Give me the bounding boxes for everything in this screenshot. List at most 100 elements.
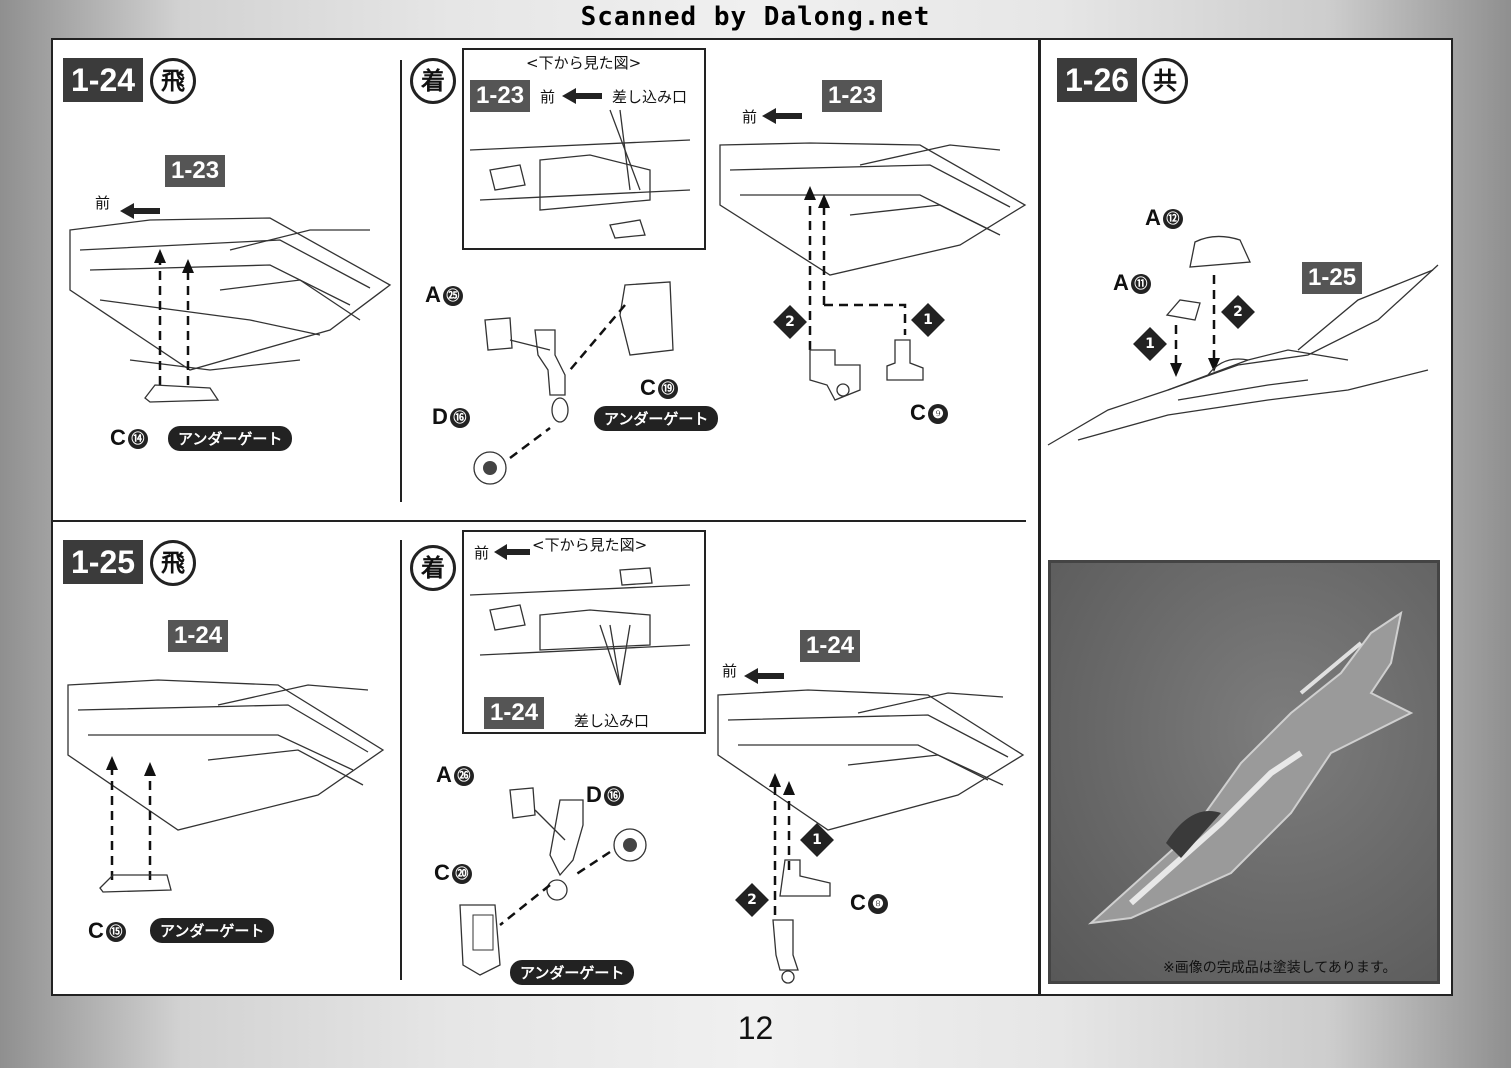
part-letter: A bbox=[425, 282, 441, 307]
under-gate-badge-4: アンダーゲート bbox=[510, 960, 635, 985]
inset-drawing bbox=[469, 109, 691, 239]
inset-front-arrow-icon-2 bbox=[494, 544, 530, 560]
divider-horizontal bbox=[51, 520, 1026, 522]
photo-note: ※画像の完成品は塗装してあります。 bbox=[1163, 960, 1397, 976]
part-letter: C bbox=[910, 400, 926, 425]
part-c20-drawing bbox=[459, 904, 501, 976]
part-number: ⑮ bbox=[105, 922, 126, 943]
part-number: ⑯ bbox=[449, 408, 470, 429]
part-letter: C bbox=[434, 860, 450, 885]
fighter-drawing bbox=[1047, 264, 1439, 446]
under-gate-badge-3: アンダーゲート bbox=[150, 918, 275, 943]
step-number-1-24: 1-24 bbox=[63, 58, 144, 102]
part-c8-drawing bbox=[779, 859, 831, 897]
inset-drawing-2 bbox=[469, 567, 691, 686]
inset-ref-badge-2: 1-24 bbox=[484, 697, 545, 729]
ref-step-badge-4: 1-24 bbox=[168, 620, 229, 652]
part-letter: C bbox=[850, 890, 866, 915]
inset-title: <下から見た図> bbox=[526, 54, 642, 72]
under-gate-badge-2: アンダーゲート bbox=[594, 406, 719, 431]
bottom-view-inset bbox=[462, 48, 706, 250]
inset-slot-label: 差し込み口 bbox=[612, 88, 688, 106]
part-letter: A bbox=[1145, 205, 1161, 230]
part-c15-drawing bbox=[99, 874, 172, 893]
ship-drawing-4 bbox=[717, 689, 1025, 831]
part-number: ❾ bbox=[927, 404, 948, 425]
ref-step-badge-2: 1-23 bbox=[822, 80, 883, 112]
landing-mode-icon: 着 bbox=[410, 58, 456, 104]
seat-drawing bbox=[1165, 299, 1201, 321]
step-number-1-25: 1-25 bbox=[63, 540, 144, 584]
front-gear-drawing-2 bbox=[772, 919, 799, 984]
part-number: ⑯ bbox=[603, 786, 624, 807]
part-letter: D bbox=[586, 782, 602, 807]
assembly-dashed-diagonal-2 bbox=[499, 884, 551, 926]
ship-drawing-3 bbox=[67, 679, 385, 831]
scan-banner: Scanned by Dalong.net bbox=[580, 2, 931, 32]
step-marker-1c: 1 bbox=[800, 823, 834, 857]
strut-drawing-2 bbox=[509, 787, 584, 901]
ref-step-badge: 1-23 bbox=[165, 155, 226, 187]
strut-drawing bbox=[484, 317, 569, 423]
divider-lower-mid bbox=[400, 540, 402, 980]
part-number: ⑪ bbox=[1130, 274, 1151, 295]
part-number: ㉖ bbox=[453, 766, 474, 787]
inset-title-2: <下から見た図> bbox=[532, 536, 648, 554]
flight-mode-icon-2: 飛 bbox=[150, 540, 196, 586]
front-arrow-icon-3 bbox=[744, 668, 784, 684]
inset-front-arrow-icon bbox=[562, 88, 602, 104]
assembly-dashed-arrows-2 bbox=[106, 756, 156, 880]
part-c14-drawing bbox=[144, 384, 220, 403]
part-letter: A bbox=[436, 762, 452, 787]
ship-drawing bbox=[69, 217, 392, 371]
part-letter: C bbox=[640, 375, 656, 400]
part-number: ⑲ bbox=[657, 379, 678, 400]
part-letter: D bbox=[432, 404, 448, 429]
inset-ref-badge: 1-23 bbox=[470, 80, 531, 112]
step-number-1-26: 1-26 bbox=[1057, 58, 1138, 102]
divider-main-vertical bbox=[1038, 38, 1041, 996]
assembly-dashed-arrows bbox=[154, 249, 194, 385]
part-number: ⑭ bbox=[127, 429, 148, 450]
front-gear-drawing bbox=[809, 349, 861, 401]
page-number: 12 bbox=[737, 1010, 774, 1046]
landing-gear-dashed-arrows-2 bbox=[769, 773, 795, 915]
landing-mode-icon-2: 着 bbox=[410, 545, 456, 591]
under-gate-badge: アンダーゲート bbox=[168, 426, 293, 451]
step-marker-1: 1 bbox=[911, 303, 945, 337]
inset-front-label-2: 前 bbox=[474, 544, 490, 562]
part-number: ⑳ bbox=[451, 864, 472, 885]
front-label-2: 前 bbox=[742, 108, 758, 126]
fighter-photo-silhouette bbox=[1087, 610, 1414, 925]
part-letter: C bbox=[88, 918, 104, 943]
ref-step-badge-5: 1-24 bbox=[800, 630, 861, 662]
step-marker-2c: 2 bbox=[735, 883, 769, 917]
wheel-d16-drawing bbox=[473, 427, 551, 485]
part-number: ㉕ bbox=[442, 286, 463, 307]
part-letter: C bbox=[110, 425, 126, 450]
part-number: ❽ bbox=[867, 894, 888, 915]
step-marker-2: 2 bbox=[773, 305, 807, 339]
common-mode-icon: 共 bbox=[1142, 58, 1188, 104]
landing-gear-dashed-arrows bbox=[804, 186, 907, 350]
assembly-dashed-diagonal bbox=[569, 304, 626, 371]
front-label-3: 前 bbox=[722, 662, 738, 680]
wheel-d16b-drawing bbox=[574, 828, 647, 877]
divider-upper-mid bbox=[400, 60, 402, 502]
front-arrow-icon-2 bbox=[762, 108, 802, 124]
ref-step-badge-3: 1-25 bbox=[1302, 262, 1363, 294]
part-letter: A bbox=[1113, 270, 1129, 295]
front-arrow-icon bbox=[120, 203, 160, 219]
